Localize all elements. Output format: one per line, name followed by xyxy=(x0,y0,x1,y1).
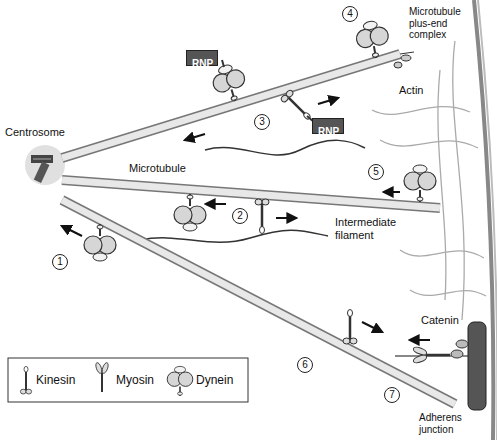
plus-end-complex xyxy=(401,55,411,61)
direction-arrow xyxy=(410,339,430,341)
actin-filament xyxy=(438,70,446,300)
actin-filament xyxy=(453,40,465,320)
actin-filament xyxy=(410,290,486,296)
microtubule xyxy=(62,54,400,158)
direction-arrow xyxy=(276,217,296,219)
callout-number: 4 xyxy=(342,6,358,22)
callout-number: 7 xyxy=(384,387,400,403)
cargo-link xyxy=(222,60,224,67)
dynein-motor xyxy=(84,224,116,261)
direction-arrow xyxy=(206,203,226,205)
legend-text: Kinesin xyxy=(36,373,75,387)
kinesin-motor xyxy=(255,199,269,234)
microtubule xyxy=(62,180,440,208)
direction-arrow xyxy=(62,226,82,236)
catenin-shape xyxy=(451,350,463,358)
cargo-box: RNP xyxy=(312,118,344,134)
centrosome-symbol xyxy=(25,145,65,185)
dynein-motor xyxy=(354,19,392,61)
part-label: Intermediate filament xyxy=(334,216,406,241)
part-label: Actin xyxy=(398,84,424,97)
actin-filament xyxy=(380,140,478,148)
plus-end-complex xyxy=(400,52,414,54)
cargo-box: RNP xyxy=(186,50,218,66)
part-label: Centrosome xyxy=(4,126,66,139)
microtubule xyxy=(62,200,455,404)
part-label: Adherens junction xyxy=(418,412,470,435)
actin-filament xyxy=(372,107,470,115)
cargo-text: RNP xyxy=(192,58,213,70)
callout-number: 2 xyxy=(232,208,248,224)
legend-entry: Myosin xyxy=(116,373,154,387)
dynein-motor xyxy=(209,61,250,106)
actin-filament xyxy=(400,250,484,258)
kinesin-motor xyxy=(343,310,357,345)
microtubule xyxy=(62,180,440,208)
part-label: Microtubule plus-end complex xyxy=(408,6,470,41)
microtubule xyxy=(62,54,400,158)
centriole xyxy=(31,155,53,163)
legend-box xyxy=(8,358,248,402)
part-label: Catenin xyxy=(420,314,460,327)
intermediate-filament xyxy=(140,230,328,242)
adherens-junction xyxy=(468,322,486,410)
microtubules xyxy=(62,54,455,404)
legend-text: Myosin xyxy=(116,373,154,387)
callout-number: 5 xyxy=(368,164,384,180)
direction-arrow xyxy=(384,191,400,193)
centriole xyxy=(34,161,50,183)
legend-text: Dynein xyxy=(196,373,233,387)
part-label: Microtubule xyxy=(128,162,187,175)
centriole-stripe xyxy=(33,159,51,160)
cargo-text: RNP xyxy=(318,126,339,138)
catenin-shape xyxy=(456,340,468,348)
legend-entry: Dynein xyxy=(196,373,233,387)
direction-arrow xyxy=(362,322,382,332)
direction-arrow xyxy=(185,134,205,140)
dynein-motor xyxy=(174,194,206,231)
direction-arrows xyxy=(62,98,430,340)
kinesin-motor xyxy=(280,89,314,123)
direction-arrow xyxy=(318,98,338,104)
actin-filaments xyxy=(372,40,486,356)
microtubule xyxy=(62,200,455,404)
legend-kinesin-icon xyxy=(20,366,31,394)
dynein-motor xyxy=(404,165,436,202)
centrosome-halo xyxy=(25,145,65,185)
legend-dynein-icon xyxy=(167,366,193,396)
legend-entry: Kinesin xyxy=(36,373,75,387)
myosin-motor xyxy=(412,346,450,364)
plus-end-complex xyxy=(394,62,402,68)
callout-number: 3 xyxy=(254,114,270,130)
legend-myosin-icon xyxy=(95,362,110,392)
callout-number: 1 xyxy=(52,254,68,270)
callout-number: 6 xyxy=(297,357,313,373)
intermediate-filament xyxy=(205,140,365,155)
